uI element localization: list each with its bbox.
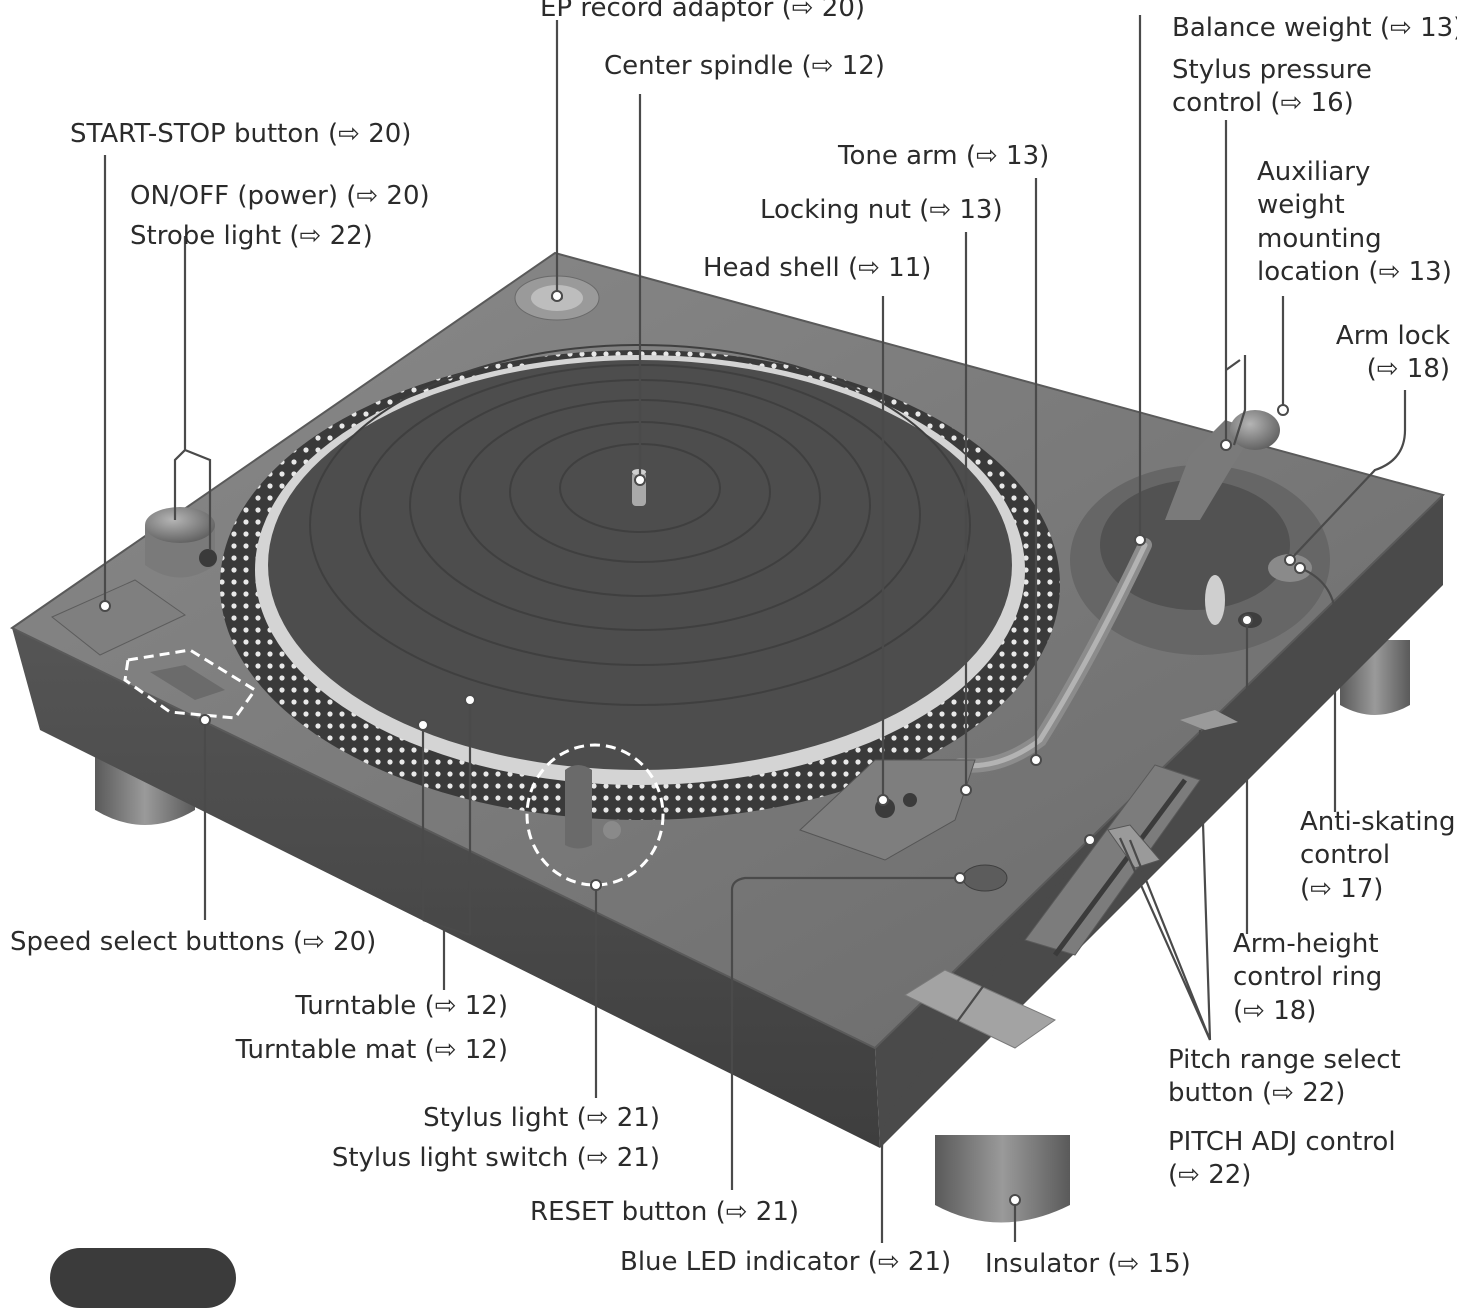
label-stylus-light-switch: Stylus light switch (⇨ 21) [331, 1143, 660, 1173]
label-speed-select-buttons: Speed select buttons (⇨ 20) [10, 927, 377, 957]
label-strobe-light: Strobe light (⇨ 22) [130, 221, 373, 251]
label-reset-button: RESET button (⇨ 21) [530, 1197, 800, 1227]
start-stop-button-shape [51, 579, 186, 656]
label-arm-height-line1: Arm-height [1233, 929, 1379, 959]
label-stylus-pressure-line1: Stylus pressure [1172, 55, 1372, 85]
reset-button-shape [962, 864, 1008, 892]
label-on-off-power: ON/OFF (power) (⇨ 20) [130, 181, 430, 211]
label-ep-record-adaptor: EP record adaptor (⇨ 20) [540, 0, 866, 23]
label-anti-skating-line2: control [1300, 840, 1391, 871]
page-tab-marker [50, 1248, 236, 1308]
label-pitch-adj-line2: (⇨ 22) [1168, 1160, 1252, 1191]
label-auxiliary-weight: Auxiliary weight mounting location (⇨ 13… [1257, 156, 1452, 289]
label-arm-height-line3: (⇨ 18) [1233, 995, 1317, 1026]
label-turntable-mat: Turntable mat (⇨ 12) [235, 1035, 508, 1065]
label-start-stop-button: START-STOP button (⇨ 20) [70, 119, 412, 149]
stylus-light-outline [525, 743, 665, 887]
label-center-spindle: Center spindle (⇨ 12) [604, 51, 885, 81]
leader-dots [99, 290, 1306, 1206]
label-anti-skating-line1: Anti-skating [1300, 807, 1456, 837]
label-arm-height-control-ring: Arm-height control ring (⇨ 18) [1233, 928, 1382, 1028]
speed-buttons-outline [123, 648, 258, 720]
label-balance-weight: Balance weight (⇨ 13) [1172, 13, 1457, 43]
power-knob [145, 507, 217, 578]
label-tone-arm: Tone arm (⇨ 13) [838, 141, 1050, 171]
label-pitch-range-select-button: Pitch range select button (⇨ 22) [1168, 1044, 1401, 1111]
label-arm-lock: Arm lock (⇨ 18) [1320, 320, 1450, 387]
label-arm-height-line2: control ring [1233, 962, 1383, 993]
label-pitch-range-line1: Pitch range select [1168, 1045, 1401, 1075]
label-blue-led-indicator: Blue LED indicator (⇨ 21) [620, 1247, 952, 1277]
label-pitch-range-line2: button (⇨ 22) [1168, 1078, 1346, 1109]
label-stylus-pressure-control: Stylus pressure control (⇨ 16) [1172, 54, 1372, 121]
label-stylus-light: Stylus light (⇨ 21) [423, 1103, 660, 1133]
label-stylus-pressure-line2: control (⇨ 16) [1172, 88, 1354, 119]
tonearm-assembly [799, 410, 1330, 861]
stylus-light [565, 765, 592, 849]
label-auxiliary-line3: mounting [1257, 223, 1382, 254]
label-pitch-adj-line1: PITCH ADJ control [1168, 1127, 1396, 1157]
label-insulator: Insulator (⇨ 15) [985, 1249, 1191, 1279]
speed-buttons-shape [150, 665, 225, 700]
label-turntable: Turntable (⇨ 12) [295, 991, 508, 1021]
label-anti-skating-line3: (⇨ 17) [1300, 873, 1384, 904]
label-arm-lock-line2: (⇨ 18) [1366, 354, 1450, 385]
label-anti-skating-control: Anti-skating control (⇨ 17) [1300, 806, 1456, 906]
label-locking-nut: Locking nut (⇨ 13) [760, 195, 1003, 225]
pitch-slider [903, 710, 1238, 1049]
label-pitch-adj-control: PITCH ADJ control (⇨ 22) [1168, 1126, 1396, 1193]
label-auxiliary-line1: Auxiliary [1257, 157, 1371, 187]
label-auxiliary-line4: location (⇨ 13) [1257, 256, 1452, 287]
label-head-shell: Head shell (⇨ 11) [703, 253, 932, 283]
plinth-front [12, 628, 880, 1148]
leader-lines [103, 15, 1407, 1243]
turntable-mat [268, 360, 1012, 770]
label-arm-lock-line1: Arm lock [1335, 321, 1450, 351]
label-auxiliary-line2: weight [1257, 190, 1345, 221]
